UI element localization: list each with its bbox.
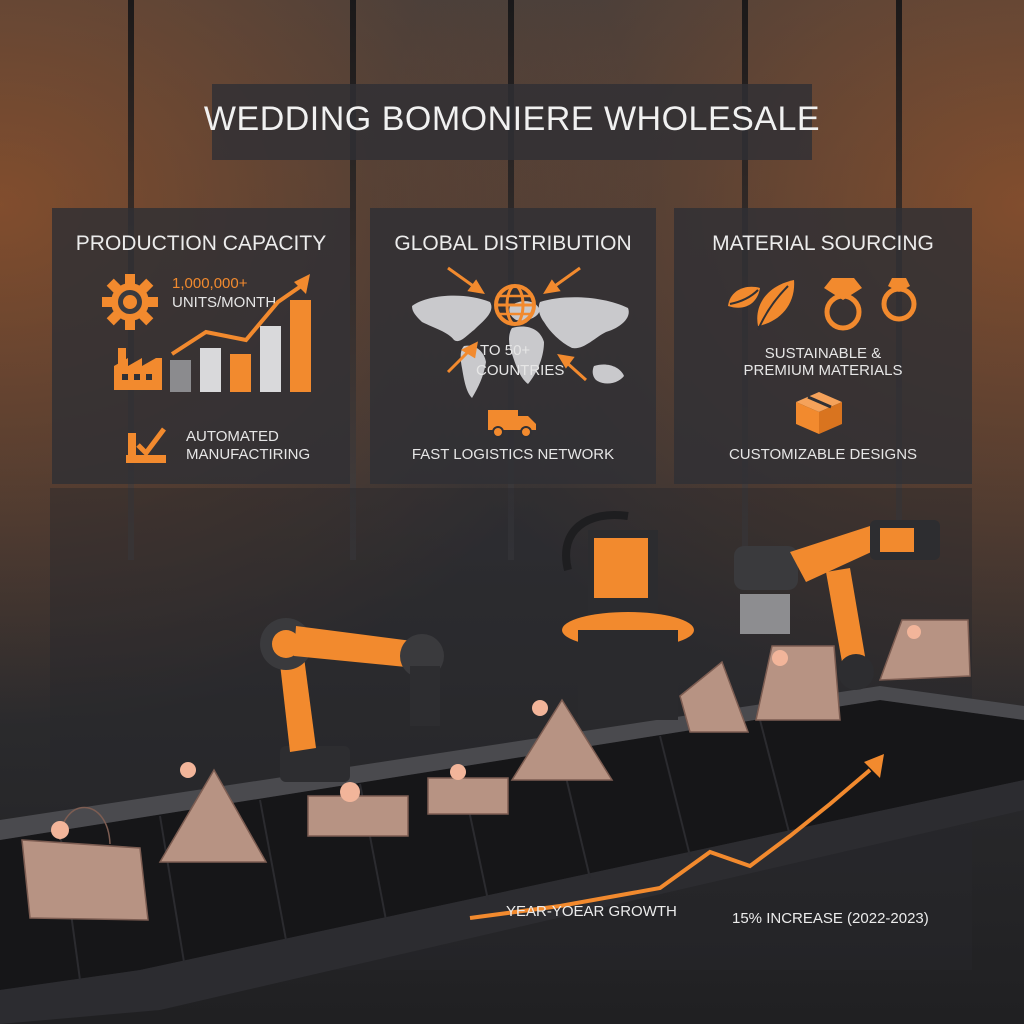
ring-icon [881,278,917,322]
press-machine [562,511,694,720]
growth-increase: 15% INCREASE (2022-2023) [732,910,929,927]
distribution-heading: GLOBAL DISTRIBUTION [394,232,632,255]
truck-icon [488,410,536,438]
robot-arm-right [734,520,940,690]
automated-line1: AUTOMATED [186,428,279,445]
growth-arrow-icon [469,754,884,920]
diamond-ring-icon [824,278,862,331]
title-banner [212,84,812,160]
countries-line1: TO 50+ [480,342,531,359]
page-title: WEDDING BOMONIERE WHOLESALE [203,100,821,138]
automation-icon [126,427,166,463]
trend-arrow-icon [170,274,310,356]
growth-label: YEAR-YOEAR GROWTH [506,903,677,920]
units-value: 1,000,000+ [172,275,248,292]
custom-designs-label: CUSTOMIZABLE DESIGNS [728,446,918,463]
robot-arm-left [260,618,444,782]
leaf-icon [728,280,795,331]
materials-line2: PREMIUM MATERIALS [743,362,903,379]
arrows-icon [446,266,588,382]
box-icon [796,392,842,434]
factory-icon [114,348,162,390]
globe-icon [494,284,536,326]
gift-box-products [21,619,971,921]
sourcing-card [674,208,972,484]
wall-seam [350,0,356,560]
logistics-label: FAST LOGISTICS NETWORK [411,446,615,463]
countries-line2: COUNTRIES [476,362,565,379]
automated-line2: MANUFACTIRING [186,446,311,463]
conveyor-belt [0,686,1024,1024]
gear-icon [102,274,158,330]
production-heading: PRODUCTION CAPACITY [75,232,327,255]
bar-chart-icon [170,300,311,392]
units-label: UNITS/MONTH [172,294,277,311]
sourcing-heading: MATERIAL SOURCING [712,232,934,255]
materials-line1: SUSTAINABLE & [764,345,882,362]
